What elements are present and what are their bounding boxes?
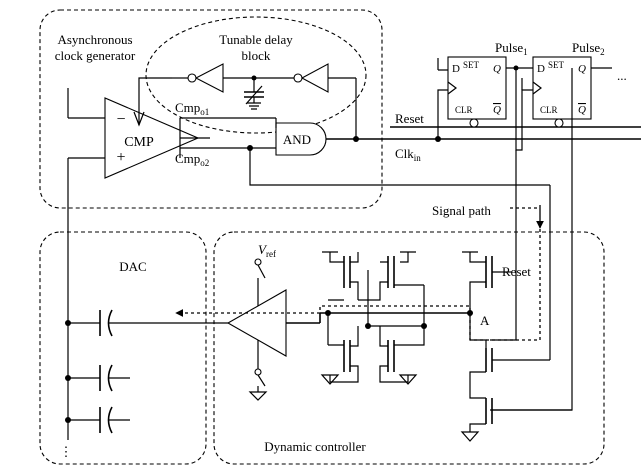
dac-block [39,231,207,465]
controller-reset-stack: Reset [460,251,572,442]
dynamic-controller-label: Dynamic controller [264,439,366,454]
comparator-plus-sign: + [116,149,125,166]
node-a-label: A [480,313,490,328]
comparator-label: CMP [124,135,154,150]
signal-path-legend-arrow [510,207,544,229]
clock-gen-label-1: Asynchronous [57,32,132,47]
reset-label-controller: Reset [502,264,531,279]
svg-text:SET: SET [548,60,565,70]
cmp-o2-label: Cmpo2 [175,151,209,168]
ellipsis-vertical: ⋮ [60,444,73,459]
controller-inverter-1 [320,251,368,385]
signal-path-main [175,205,541,341]
buffer-amplifier [226,289,287,357]
ellipsis-horizontal: ... [617,68,627,83]
and-gate-label: AND [283,132,311,147]
signal-path-label: Signal path [432,203,491,218]
dff-2: D SET Q CLR Q [532,56,592,128]
cmp-o1-label: Cmpo1 [175,100,209,117]
delay-inverter-2 [194,63,224,93]
svg-text:Q: Q [493,104,501,116]
comparator [104,97,200,179]
dac-label: DAC [119,259,146,274]
svg-text:CLR: CLR [540,105,558,115]
vref-label: Vref [258,242,276,259]
svg-text:SET: SET [463,60,480,70]
svg-text:Q: Q [493,63,501,75]
and-gate [275,122,327,156]
tunable-delay-block [145,16,367,134]
pulse1-label: Pulse1 [495,40,528,57]
delay-inverter-1 [300,63,329,93]
svg-text:D: D [537,63,545,75]
reset-label-top: Reset [395,111,424,126]
svg-text:Q: Q [578,63,586,75]
svg-text:D: D [452,63,460,75]
delay-label-1: Tunable delay [219,32,293,47]
svg-text:Q: Q [578,104,586,116]
clock-gen-label-2: clock generator [55,48,136,63]
comparator-minus-sign: − [116,111,125,128]
dynamic-controller-block [213,231,605,465]
controller-inverter-2 [368,251,425,385]
pulse2-label: Pulse2 [572,40,605,57]
dff-1: D SET Q CLR Q [447,56,507,128]
clock-generator-block [39,9,383,209]
clk-in-label: Clkin [395,146,421,163]
delay-label-2: block [242,48,271,63]
svg-text:CLR: CLR [455,105,473,115]
